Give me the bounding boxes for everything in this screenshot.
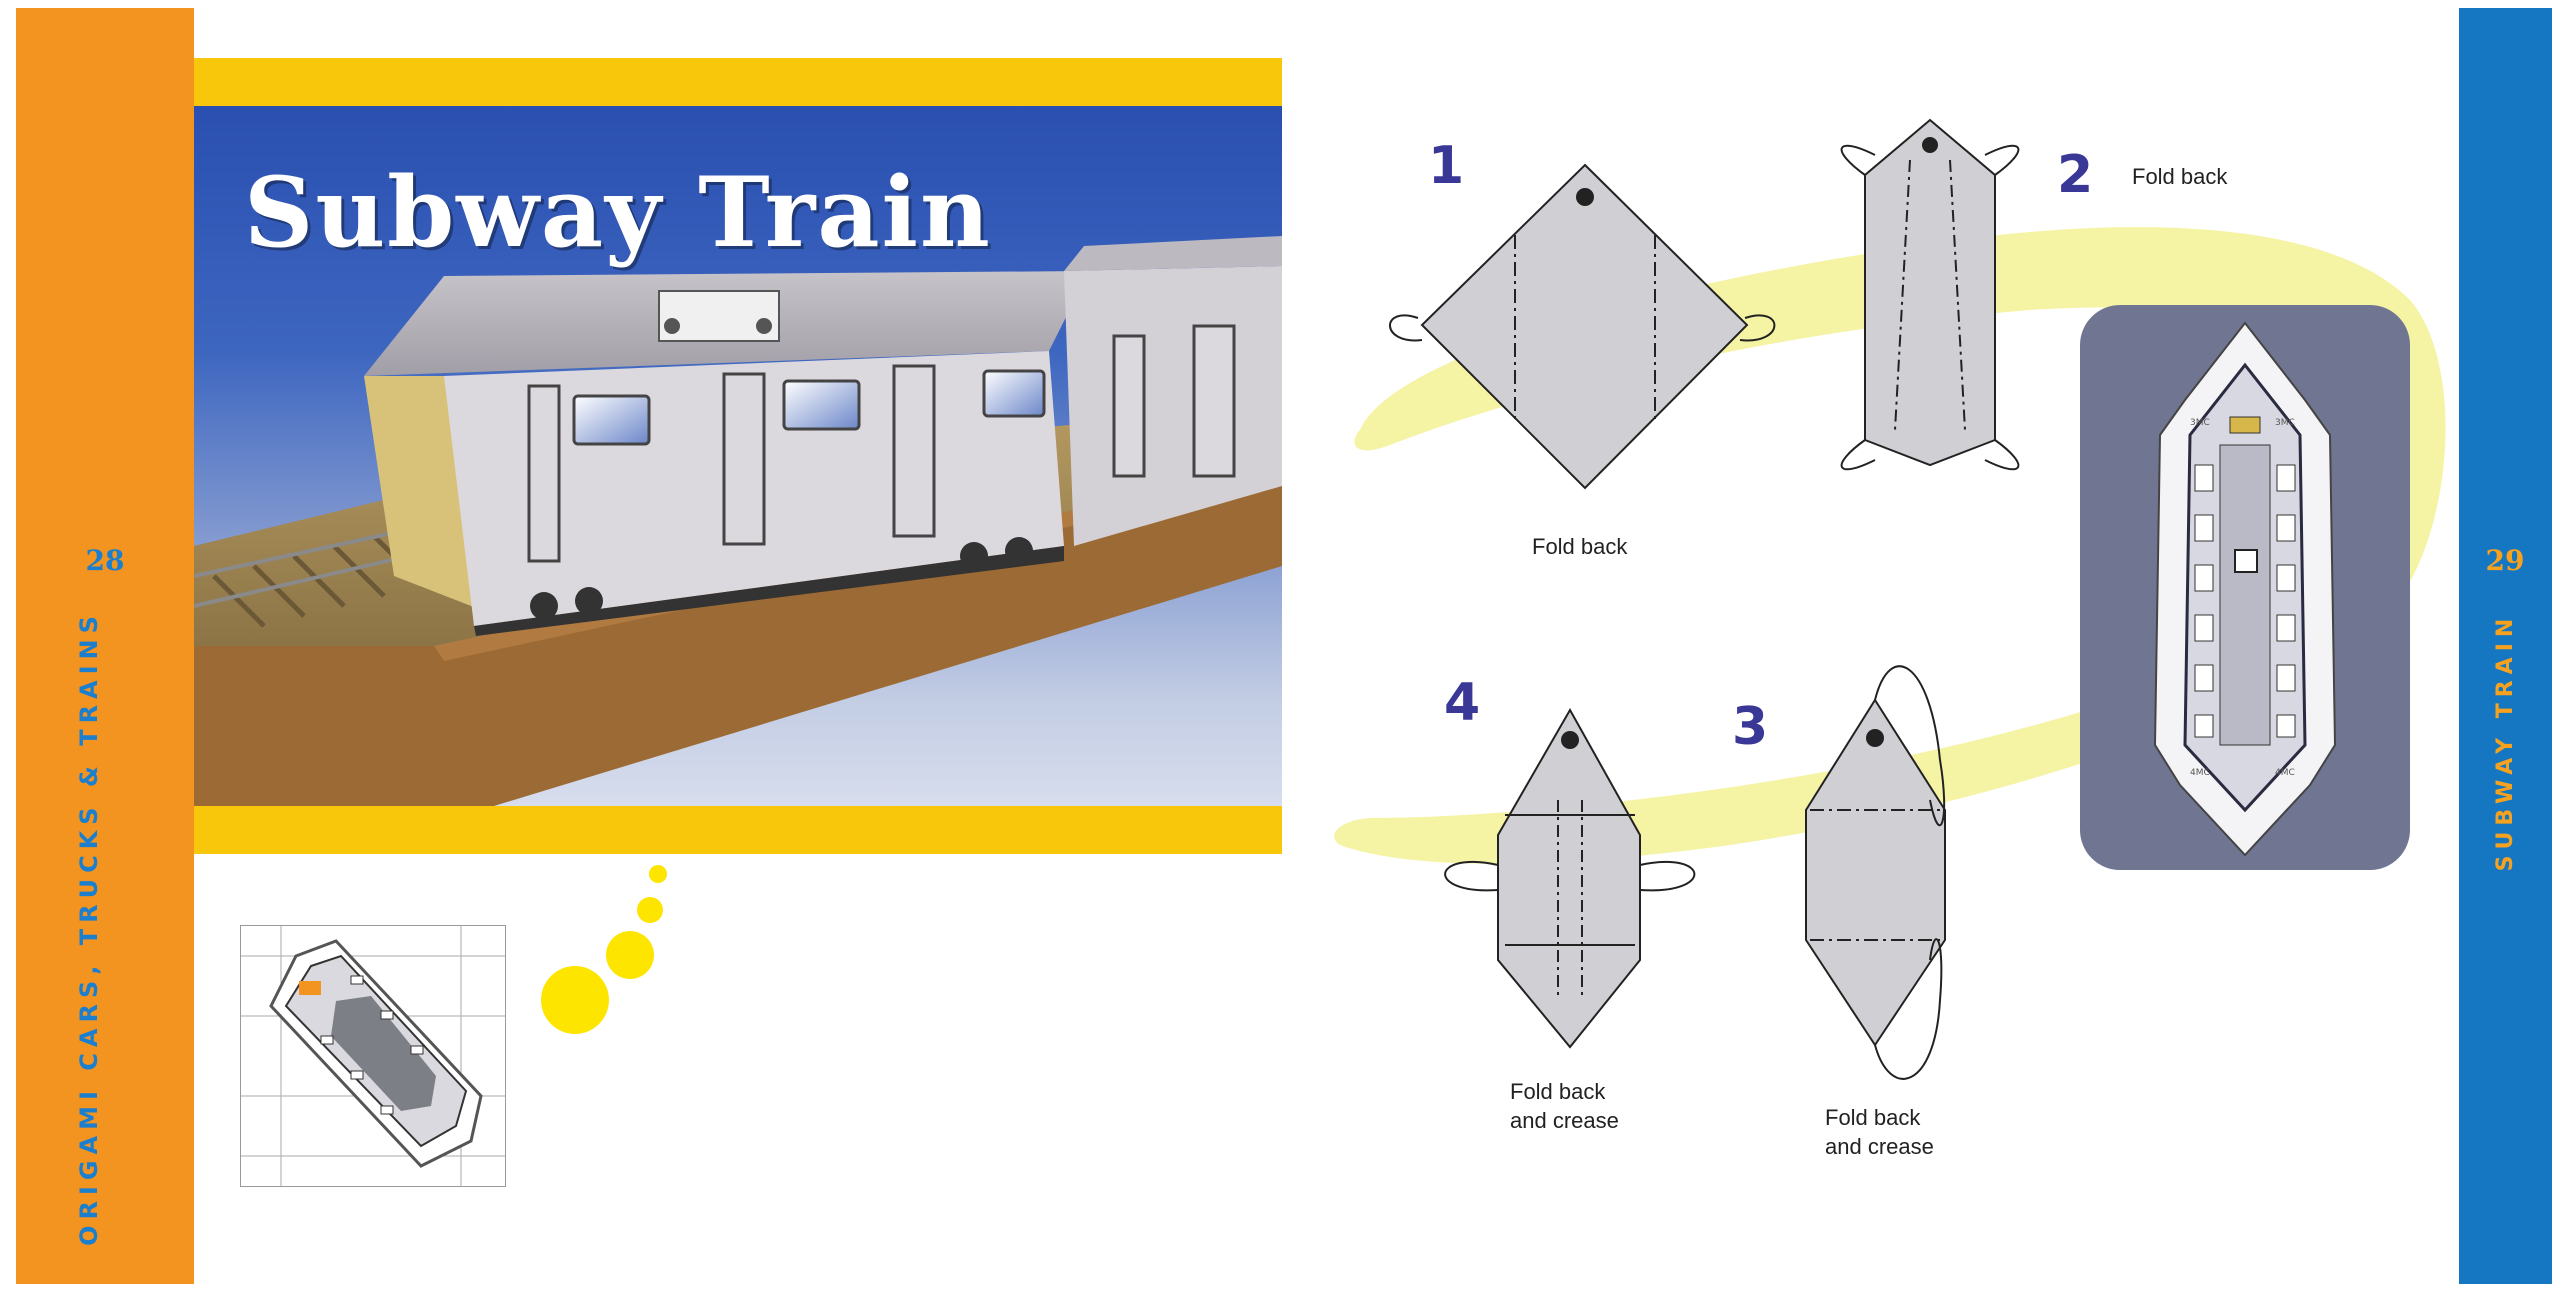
dot-xlarge [541,966,609,1034]
step-2-diagram [1840,118,2020,471]
pattern-thumbnail [240,925,506,1187]
left-page-band [16,8,194,1284]
step-1-number: 1 [1428,136,1465,196]
train-illustration [194,236,1282,806]
model-label: 3MC [2190,418,2210,428]
model-label: 4MC [2275,768,2295,778]
step-1-caption: Fold back [1532,534,1628,559]
step-4-number: 4 [1444,673,1481,733]
model-drawing: 3MC 3MC 4MC 4MC [2153,321,2337,857]
left-page-number: 28 [85,544,125,577]
dot-large [606,931,654,979]
step-3-caption-line2: and crease [1825,1134,1934,1159]
step-3-diagram [1805,665,1946,1080]
page-title: Subway Train [244,156,992,269]
step-4-caption: Fold back and crease [1510,1077,1619,1135]
decorative-dots [530,860,690,1040]
step-3-caption: Fold back and crease [1825,1103,1934,1161]
step-4-diagram [1444,707,1696,1049]
step-3-number: 3 [1732,697,1769,757]
dot-medium [637,897,663,923]
left-running-title: ORIGAMI CARS, TRUCKS & TRAINS [75,610,103,1246]
model-label: 4MC [2190,768,2210,778]
step-2-caption: Fold back [2132,164,2228,189]
step-1-diagram [1389,163,1776,490]
model-label: 3MC [2275,418,2295,428]
step-2-number: 2 [2057,145,2094,205]
finished-model-photo: 3MC 3MC 4MC 4MC [2080,305,2410,870]
right-running-title: SUBWAY TRAIN [2493,612,2518,872]
step-4-caption-line1: Fold back [1510,1079,1606,1104]
train-photo: Subway Train [194,106,1282,806]
right-page-number: 29 [2485,544,2525,577]
right-page-band [2459,8,2552,1284]
pattern-drawing [241,926,505,1186]
step-3-caption-line1: Fold back [1825,1105,1921,1130]
step-4-caption-line2: and crease [1510,1108,1619,1133]
dot-small [649,865,667,883]
